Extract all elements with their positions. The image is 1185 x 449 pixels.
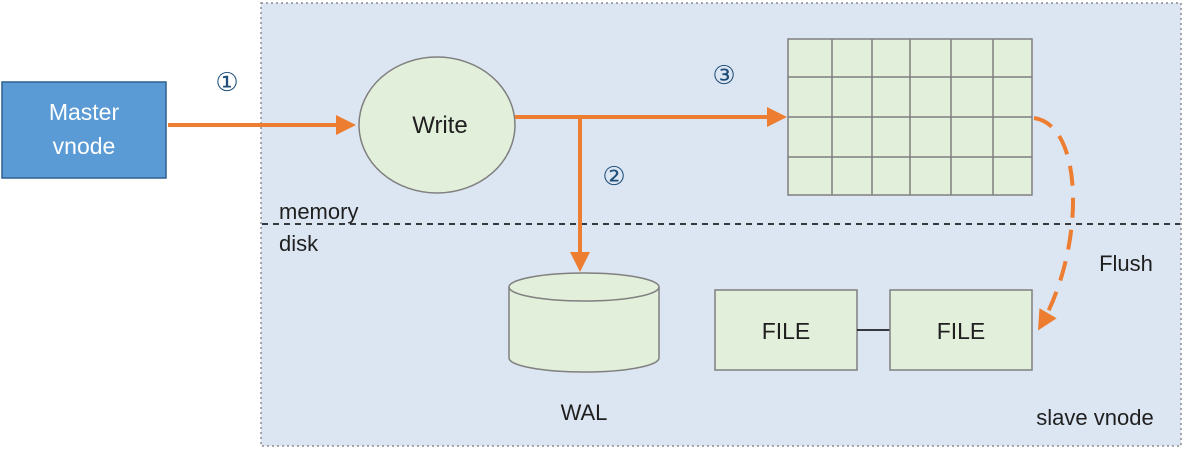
- master-vnode-node: Master vnode: [1, 81, 167, 179]
- master-vnode-line2: vnode: [53, 133, 116, 159]
- step-marker-3: ③: [712, 61, 735, 91]
- master-vnode-line1: Master: [49, 99, 120, 125]
- memory-label: memory: [279, 199, 358, 224]
- flush-arrow: [1033, 116, 1076, 331]
- disk-label: disk: [279, 231, 319, 256]
- wal-label: WAL: [561, 400, 608, 425]
- step-marker-1: ①: [215, 68, 238, 98]
- memtable-grid: [787, 38, 1033, 196]
- file-box-1: FILE: [714, 289, 858, 371]
- step-marker-2: ②: [602, 162, 625, 192]
- file-label-2: FILE: [937, 318, 986, 344]
- write-node: Write: [358, 56, 516, 194]
- file-label-1: FILE: [762, 318, 811, 344]
- flush-label: Flush: [1099, 251, 1153, 276]
- file-box-2: FILE: [889, 289, 1033, 371]
- wal-cylinder: [508, 272, 660, 373]
- write-label: Write: [412, 112, 468, 139]
- slave-vnode-label: slave vnode: [1036, 405, 1153, 430]
